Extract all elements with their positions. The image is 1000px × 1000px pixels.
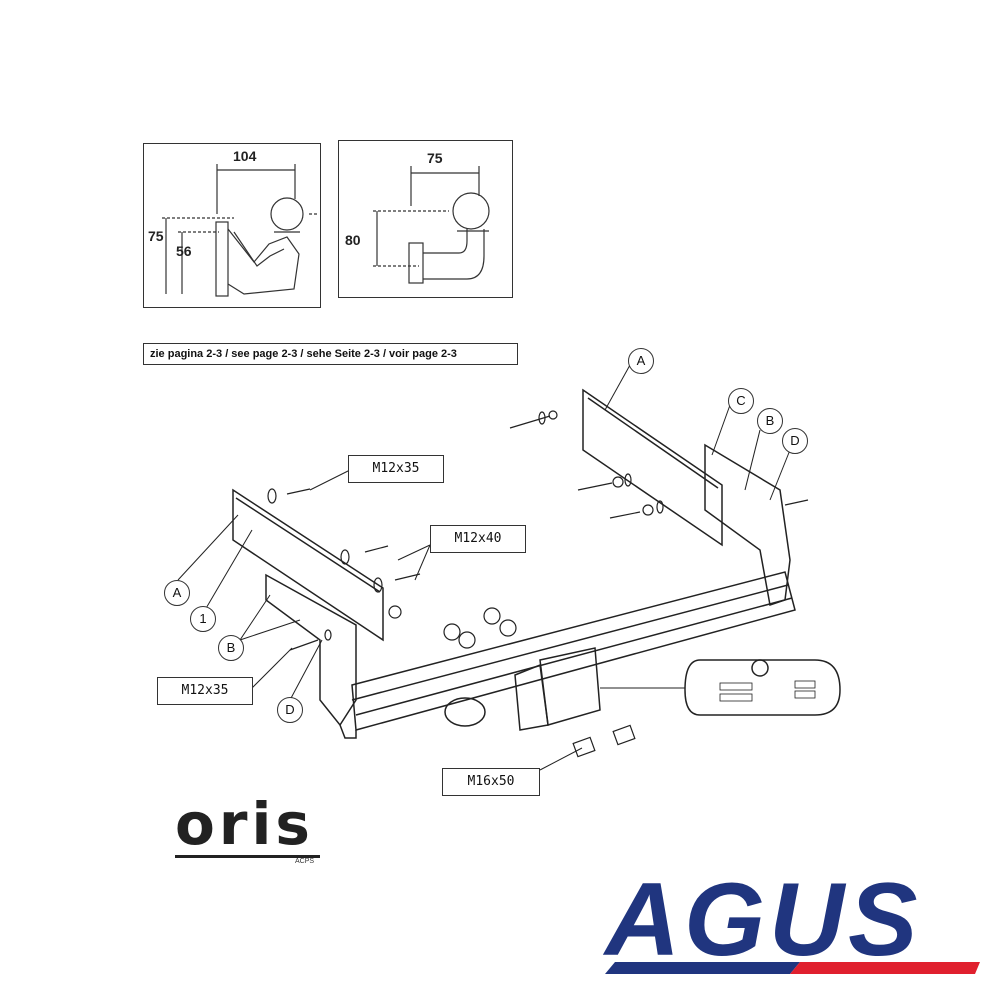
callout-b-left: B: [218, 635, 244, 661]
leader-lines: [177, 364, 791, 771]
left-lower-plate: [265, 573, 357, 727]
agus-logo-stripe: [605, 962, 980, 974]
left-upper-plate: [232, 488, 384, 642]
bolt-label-left: M12x35: [157, 677, 253, 705]
agus-logo-text: AGUS: [605, 862, 922, 978]
callout-a-left: A: [164, 580, 190, 606]
swan-neck-ball-drawing: [162, 164, 319, 297]
bolt-label-bottom: M16x50: [442, 768, 540, 796]
callout-d-left: D: [277, 697, 303, 723]
fixed-ball-drawing: [373, 166, 490, 284]
callout-b-right: B: [757, 408, 783, 434]
right-lower-plate: [704, 443, 791, 606]
detail-right-height-dim: 80: [345, 232, 361, 248]
right-upper-plate: [582, 388, 723, 547]
ball-mount-plate: [539, 647, 601, 726]
identification-plate: [684, 659, 841, 716]
agus-logo: AGUS: [605, 868, 980, 978]
bolt-label-middle: M12x40: [430, 525, 526, 553]
bolts: [267, 410, 809, 758]
detail-right-box: [338, 140, 513, 298]
oris-logo-text: oris: [175, 790, 314, 858]
callout-c: C: [728, 388, 754, 414]
main-crossbeam: [351, 571, 796, 731]
detail-right-width-dim: 75: [427, 150, 443, 166]
callout-a-top: A: [628, 348, 654, 374]
page-reference-note: zie pagina 2-3 / see page 2-3 / sehe Sei…: [143, 343, 518, 365]
callout-d-right: D: [782, 428, 808, 454]
oris-logo-subtext: ACPS: [295, 858, 315, 865]
oris-logo: oris ACPS: [175, 795, 320, 865]
callout-1: 1: [190, 606, 216, 632]
detail-left-inner-height-dim: 56: [176, 243, 192, 259]
detail-left-outer-height-dim: 75: [148, 228, 164, 244]
detail-left-width-dim: 104: [233, 148, 257, 164]
bolt-label-top: M12x35: [348, 455, 444, 483]
detail-left-box: [143, 143, 321, 308]
